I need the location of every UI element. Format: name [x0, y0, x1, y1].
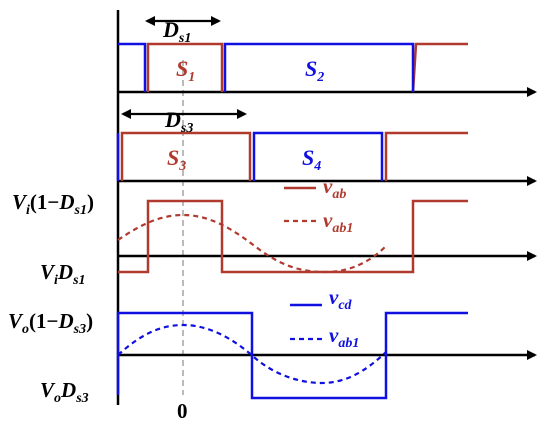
vo-high-label: Vo(1−Ds3) [8, 309, 93, 337]
s4-label: S4 [302, 145, 321, 174]
ds1-label: Ds1 [162, 17, 191, 46]
origin-label: 0 [177, 399, 188, 423]
s1-label: S1 [176, 56, 195, 85]
s2-pulse [118, 42, 415, 92]
vo-low-label: VoDs3 [40, 378, 89, 406]
vi-high-label: Vi(1−Ds1) [12, 190, 94, 218]
vab-waveform [118, 199, 468, 274]
s1-pulse [146, 42, 224, 92]
vab1-waveform-blue [117, 323, 387, 385]
vi-low-label: ViDs1 [40, 260, 86, 288]
legend-vab1-blue-label: vab1 [329, 323, 359, 351]
legend-vab1-red-label: vab1 [323, 208, 353, 236]
ds3-label: Ds3 [164, 107, 193, 136]
s1-pulse-extension [411, 42, 468, 93]
legend-vab-label: vab [323, 174, 346, 202]
vab1-waveform-red [117, 213, 387, 274]
vcd-waveform [116, 311, 468, 400]
s4-pulse [116, 131, 384, 181]
s3-pulse [120, 131, 468, 181]
s3-label: S3 [167, 145, 186, 174]
s2-label: S2 [305, 56, 324, 85]
legend-vcd-label: vcd [329, 285, 353, 313]
